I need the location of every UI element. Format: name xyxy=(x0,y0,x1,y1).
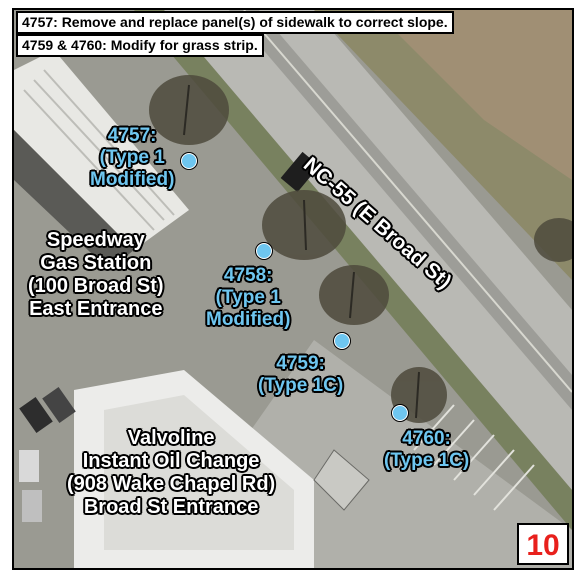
speedway-label: Speedway Gas Station (100 Broad St) East… xyxy=(28,229,164,321)
site-type: Modified) xyxy=(206,309,291,330)
note-4757: 4757: Remove and replace panel(s) of sid… xyxy=(16,11,454,34)
site-type: (Type 1 xyxy=(99,147,165,168)
speedway-label-line: (100 Broad St) xyxy=(28,275,164,297)
note-4759-4760: 4759 & 4760: Modify for grass strip. xyxy=(16,34,264,57)
valvoline-label-line: Broad St Entrance xyxy=(83,496,259,518)
site-4760-marker[interactable] xyxy=(392,405,408,421)
page-number: 10 xyxy=(517,523,569,565)
speedway-label-line: East Entrance xyxy=(29,298,163,320)
valvoline-label: Valvoline Instant Oil Change (908 Wake C… xyxy=(67,427,275,519)
site-4758-marker[interactable] xyxy=(256,243,272,259)
site-id: 4760: xyxy=(402,428,451,449)
site-type: (Type 1C) xyxy=(258,375,344,396)
aerial-imagery xyxy=(14,10,572,568)
site-type: Modified) xyxy=(90,169,175,190)
site-id: 4757: xyxy=(107,125,157,146)
valvoline-label-line: Valvoline xyxy=(127,427,215,449)
map-frame: 4757: Remove and replace panel(s) of sid… xyxy=(12,8,574,570)
speedway-label-line: Speedway xyxy=(46,229,145,251)
site-type: (Type 1 xyxy=(215,287,281,308)
site-4759-marker[interactable] xyxy=(334,333,350,349)
site-4759-label: 4759: (Type 1C) xyxy=(258,353,343,397)
valvoline-label-line: Instant Oil Change xyxy=(82,450,260,472)
site-id: 4759: xyxy=(276,353,325,374)
site-type: (Type 1C) xyxy=(384,450,470,471)
site-4758-label: 4758: (Type 1 Modified) xyxy=(206,265,290,331)
site-id: 4758: xyxy=(223,265,273,286)
site-4760-label: 4760: (Type 1C) xyxy=(384,428,469,472)
site-4757-marker[interactable] xyxy=(181,153,197,169)
site-4757-label: 4757: (Type 1 Modified) xyxy=(90,125,174,191)
valvoline-label-line: (908 Wake Chapel Rd) xyxy=(67,473,276,495)
speedway-label-line: Gas Station xyxy=(40,252,152,274)
